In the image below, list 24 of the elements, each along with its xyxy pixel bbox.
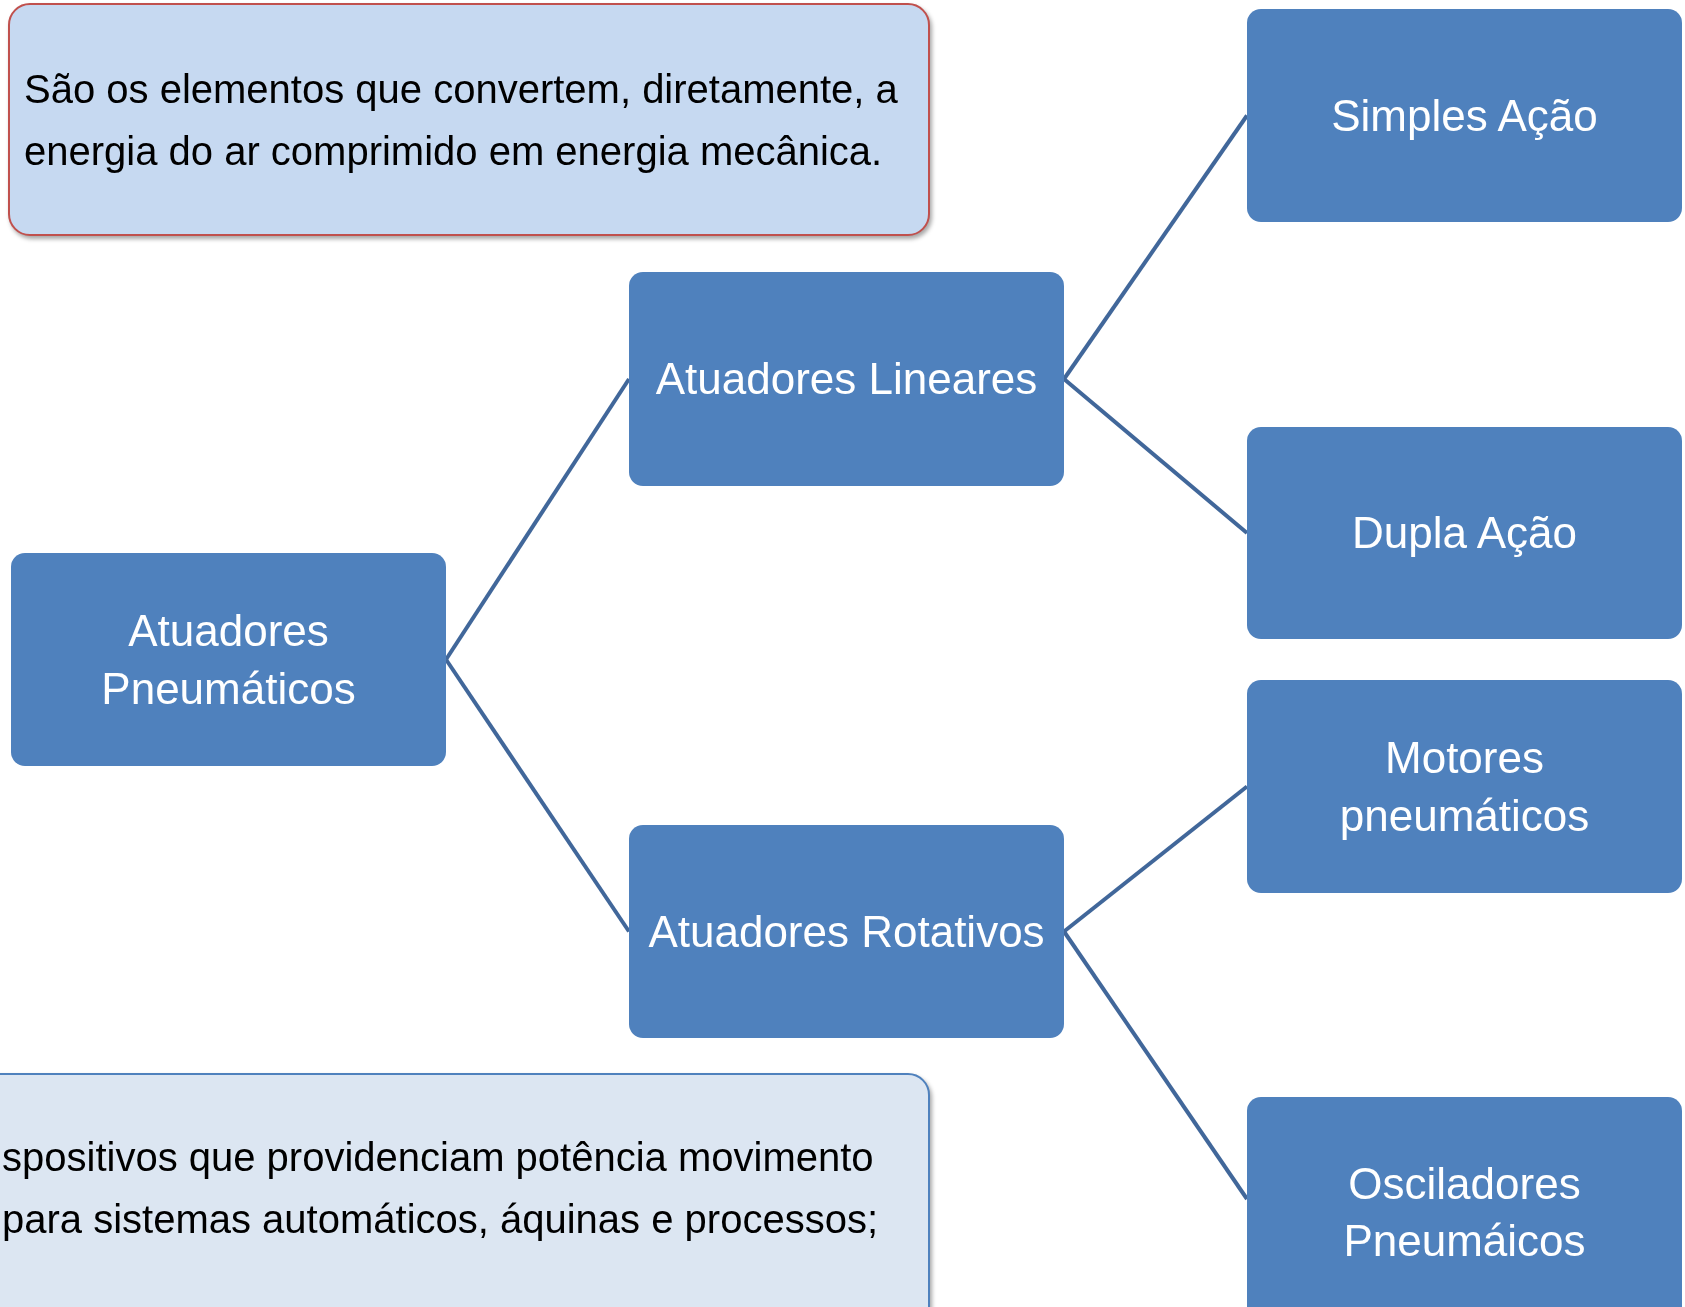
node-label: Atuadores Lineares xyxy=(655,353,1038,406)
node-label: Atuadores Pneumáticos xyxy=(100,605,357,715)
note-box xyxy=(0,1073,930,1307)
process-box xyxy=(1247,680,1682,893)
node-label: Atuadores Rotativos xyxy=(648,905,1045,958)
connector-line xyxy=(444,658,631,933)
process-box xyxy=(629,825,1064,1038)
connector-line xyxy=(1062,930,1249,1201)
connector-line xyxy=(444,377,631,661)
connector-line xyxy=(1062,784,1249,934)
process-box xyxy=(1247,427,1682,639)
process-box xyxy=(1247,9,1682,222)
process-box xyxy=(11,553,446,766)
connector-line xyxy=(1062,377,1249,535)
node-label: Osciladores Pneumáicos xyxy=(1342,1157,1587,1267)
node-label: spositivos que providenciam potência movimento para sistemas automáticos, áquinas e processos; xyxy=(2,1134,879,1243)
node-label: Simples Ação xyxy=(1331,89,1598,142)
note-box xyxy=(8,3,930,236)
process-box xyxy=(1247,1097,1682,1307)
node-label: São os elementos que convertem, diretamente, a energia do ar comprimido em energia mecânica. xyxy=(24,65,899,175)
connector-line xyxy=(1062,114,1249,381)
process-box xyxy=(629,272,1064,486)
node-label: Motores pneumáticos xyxy=(1338,732,1591,842)
node-label: Dupla Ação xyxy=(1351,507,1578,560)
